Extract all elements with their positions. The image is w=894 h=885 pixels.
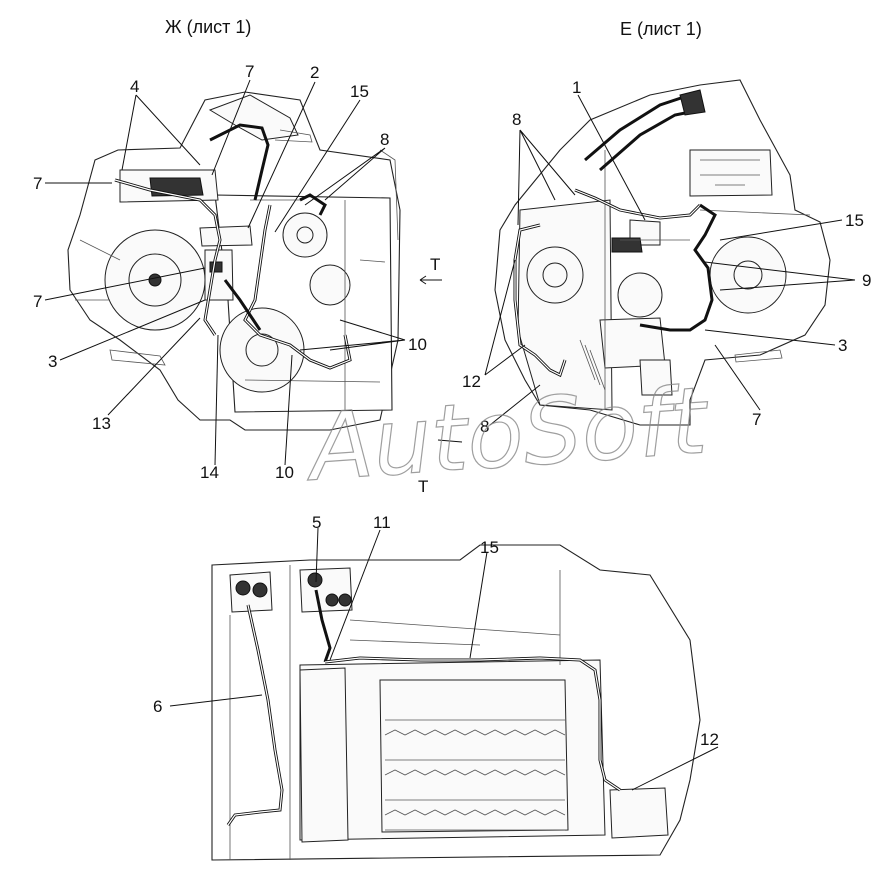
callout-3: 3 (838, 336, 847, 355)
view-marker-t-bottom: Т (418, 477, 428, 496)
callout-10: 10 (408, 335, 427, 354)
callout-10: 10 (275, 463, 294, 482)
callout-14: 14 (200, 463, 219, 482)
callout-15: 15 (845, 211, 864, 230)
view-t (211, 544, 701, 861)
callout-3: 3 (48, 352, 57, 371)
callout-7: 7 (33, 292, 42, 311)
callout-5: 5 (312, 513, 321, 532)
callout-8: 8 (512, 110, 521, 129)
view-title-right: Е (лист 1) (620, 19, 702, 39)
leader-lines (44, 79, 856, 791)
view-e (494, 79, 831, 426)
callout-12: 12 (462, 372, 481, 391)
callout-8: 8 (480, 417, 489, 436)
callout-2: 2 (310, 63, 319, 82)
callout-7: 7 (245, 62, 254, 81)
callout-9: 9 (862, 271, 871, 290)
callout-labels: 4 7 2 15 8 7 7 3 13 14 10 10 8 1 15 9 3 … (33, 62, 871, 749)
view-marker-t-side: Т (430, 255, 440, 274)
callout-15: 15 (480, 538, 499, 557)
callout-7: 7 (752, 410, 761, 429)
view-zh (67, 91, 401, 431)
callout-4: 4 (130, 77, 139, 96)
callout-8: 8 (380, 130, 389, 149)
callout-6: 6 (153, 697, 162, 716)
callout-7: 7 (33, 174, 42, 193)
callout-15: 15 (350, 82, 369, 101)
titles: Ж (лист 1) Е (лист 1) Т Т (165, 17, 702, 496)
callout-1: 1 (572, 78, 581, 97)
view-title-left: Ж (лист 1) (165, 17, 251, 37)
callout-11: 11 (373, 513, 391, 532)
callout-13: 13 (92, 414, 111, 433)
callout-12: 12 (700, 730, 719, 749)
